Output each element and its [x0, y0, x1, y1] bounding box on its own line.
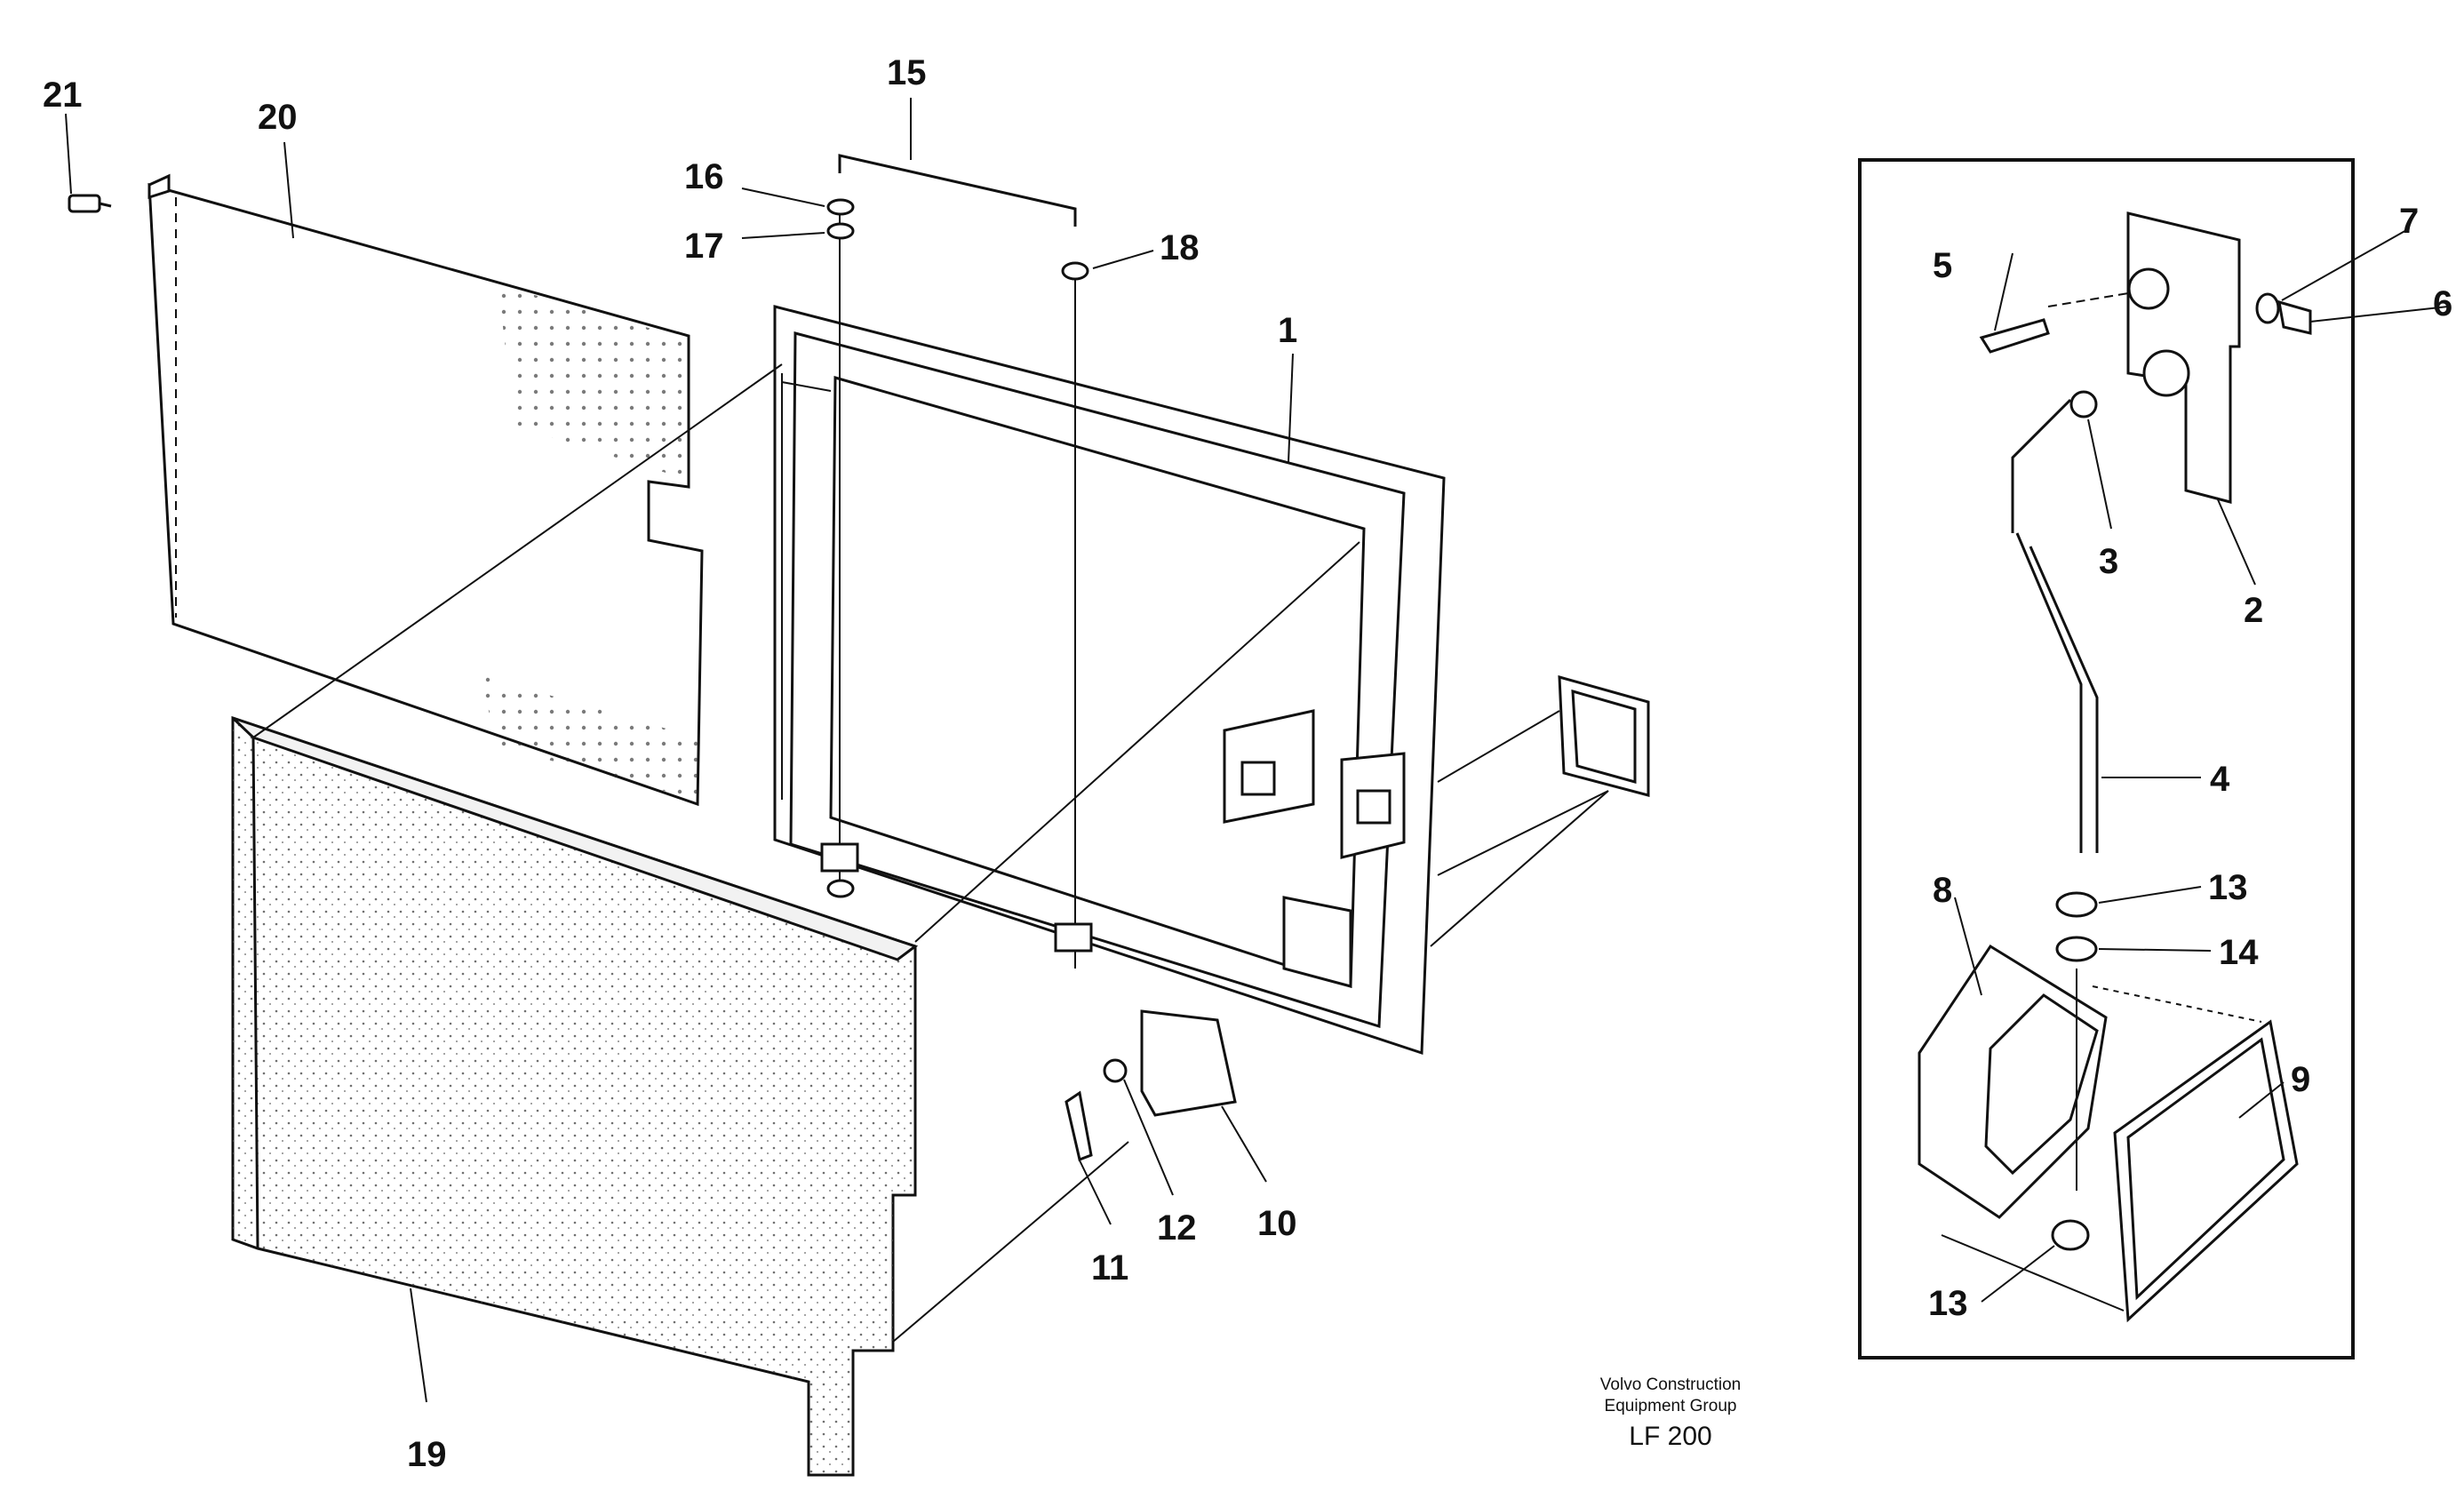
frame-part-1 [773, 305, 1446, 1056]
washer-part-12 [1103, 1058, 1128, 1083]
gasket-part-9 [1941, 985, 2299, 1323]
model-label: LF 200 [1629, 1422, 1712, 1451]
brand-line-1: Volvo Construction [1599, 1375, 1742, 1394]
washer-part-16 [826, 198, 855, 216]
clip-part-3 [2069, 390, 2098, 419]
clip-lower-right [1054, 922, 1093, 953]
callout-2: 2 [2244, 591, 2263, 630]
callout-21: 21 [43, 76, 83, 115]
callout-5: 5 [1933, 246, 1952, 285]
callout-9: 9 [2291, 1060, 2310, 1099]
callout-19: 19 [407, 1435, 447, 1474]
callout-4: 4 [2210, 760, 2230, 799]
handle-recess [1430, 674, 1650, 947]
callout-16: 16 [684, 157, 724, 196]
insulation-panel-part-19 [231, 363, 1360, 1477]
callout-15: 15 [887, 53, 927, 92]
latch-block-part-10 [1140, 1009, 1237, 1117]
washer-part-13-upper [2055, 891, 2098, 918]
washer-part-14 [2055, 936, 2098, 962]
callout-10: 10 [1257, 1204, 1297, 1243]
callout-17: 17 [684, 227, 724, 266]
rear-panel-part-20 [148, 173, 704, 807]
leader-lines [65, 98, 2449, 1403]
callout-11: 11 [1091, 1248, 1128, 1288]
brand-line-2: Equipment Group [1604, 1397, 1737, 1415]
callout-6: 6 [2433, 284, 2452, 323]
washer-bolt-parts-6-7 [2255, 292, 2312, 335]
callout-13-upper: 13 [2208, 868, 2248, 907]
callout-7: 7 [2399, 202, 2419, 241]
nut-lower-left [826, 879, 855, 898]
callout-1: 1 [1278, 311, 1297, 350]
bolt-part-11 [1065, 1090, 1093, 1162]
clip-lower-left [820, 842, 859, 873]
nut-part-13-lower [2051, 1219, 2090, 1251]
rod-part-15 [838, 154, 1077, 969]
lock-housing-part-8 [1918, 944, 2108, 1219]
rod-part-4 [2011, 398, 2099, 853]
bracket-upper [1223, 709, 1406, 859]
lock-plate-part-2 [2047, 211, 2241, 504]
callout-3: 3 [2099, 542, 2118, 581]
screw-part-21 [68, 194, 112, 213]
callout-13-lower: 13 [1928, 1284, 1968, 1323]
callout-12: 12 [1157, 1208, 1197, 1248]
callout-20: 20 [258, 98, 298, 137]
callout-14: 14 [2219, 933, 2259, 972]
callout-18: 18 [1160, 228, 1200, 267]
screw-part-5 [1979, 318, 2050, 354]
nut-part-18 [1061, 261, 1089, 281]
bracket-lower [1282, 896, 1352, 988]
detail-inset-frame [1858, 158, 2355, 1359]
callout-8: 8 [1933, 871, 1952, 910]
washer-part-17 [826, 222, 855, 240]
